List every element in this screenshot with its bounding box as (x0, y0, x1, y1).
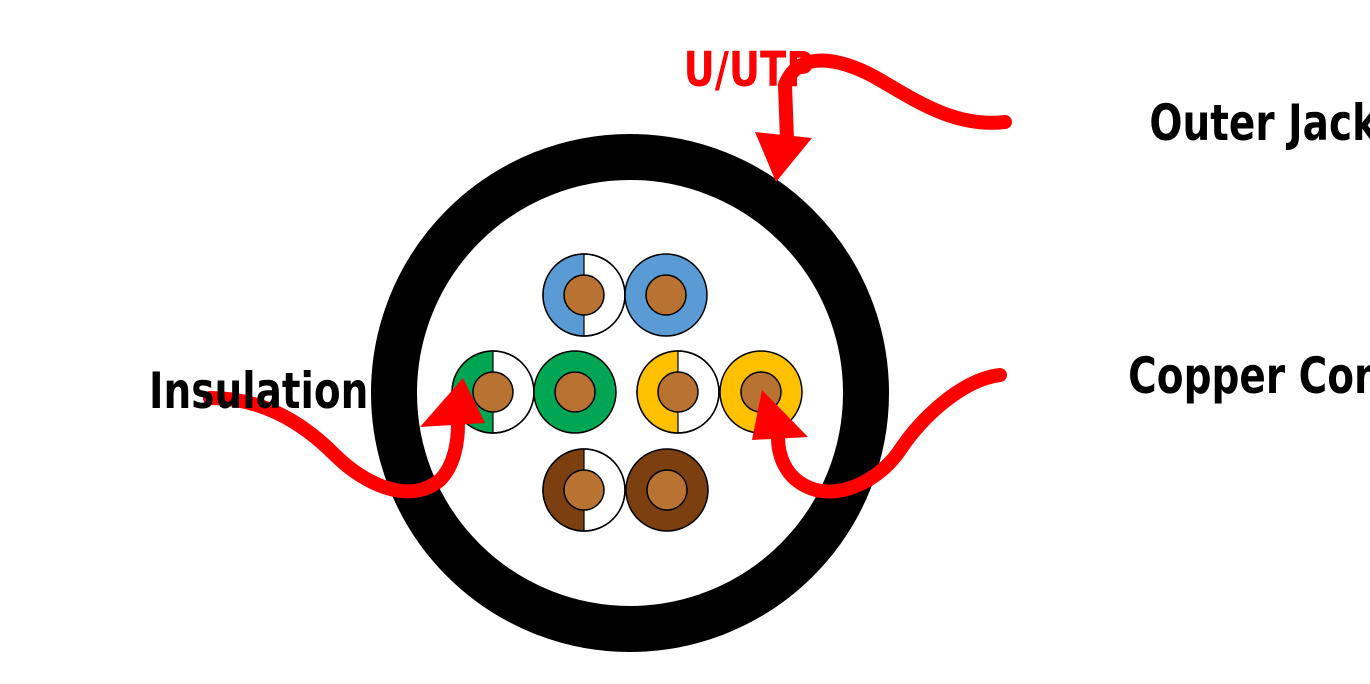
copper-conductor (646, 469, 688, 511)
copper-conductor (563, 274, 605, 316)
copper-conductor (554, 371, 596, 413)
wire-white-orange (636, 350, 720, 434)
copper-conductor (645, 274, 687, 316)
wire-white-brown (542, 448, 626, 532)
outer-jacket (371, 134, 889, 652)
copper-conductor (657, 371, 699, 413)
copper-conductor (472, 371, 514, 413)
label-copper-conductor: Copper Conductor (1128, 346, 1370, 405)
wire-green (533, 350, 617, 434)
label-outer-jacket: Outer Jacket (1149, 93, 1370, 152)
arrow-outer-jacket (755, 53, 1012, 182)
copper-conductor (563, 469, 605, 511)
wire-white-blue (542, 253, 626, 337)
wire-blue (624, 253, 708, 337)
wire-pairs (451, 253, 803, 532)
arrow-insulation (203, 378, 485, 499)
label-insulation: Insulation (149, 361, 368, 420)
wire-brown (625, 448, 709, 532)
arrow-copper-conductor (752, 368, 1007, 499)
